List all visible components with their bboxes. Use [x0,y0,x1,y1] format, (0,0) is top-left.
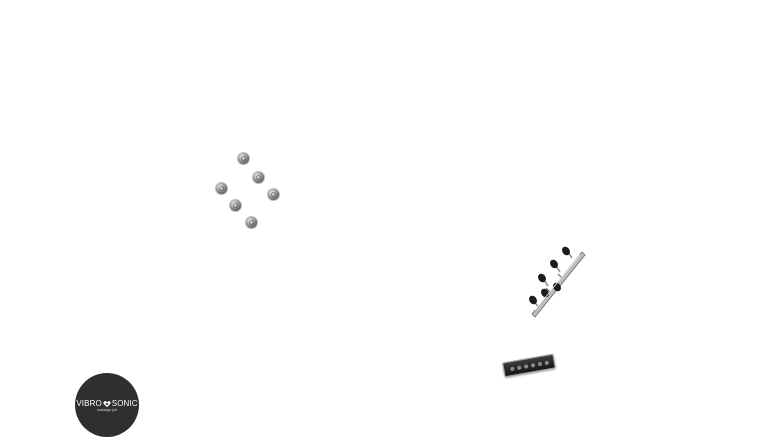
pickup-pole [516,365,522,371]
brand-logo-badge[interactable]: VIBRO SONIC massage job [75,373,139,437]
pickup-pole [537,361,543,367]
pickup-pole [510,366,515,372]
ball-bearing[interactable] [230,200,241,211]
tuning-peg [562,246,573,259]
ball-bearing[interactable] [253,172,264,183]
brand-name-right: SONIC [111,399,138,408]
ball-bearing[interactable] [268,189,279,200]
pickup-pole [544,360,550,366]
tuning-peg [529,295,539,307]
brand-tagline: massage job [97,408,117,412]
ball-bearing[interactable] [246,217,257,228]
guitar-pickup[interactable] [502,353,556,378]
tuning-peg [550,259,561,273]
heart-shield-icon [103,400,111,407]
guitar-tuning-pegs[interactable] [526,246,588,318]
ball-bearing[interactable] [238,153,249,164]
tuning-peg [538,273,549,287]
pickup-pole [530,362,536,368]
ball-bearings-cluster[interactable] [212,150,284,232]
pickup-pole [523,364,529,369]
ball-bearing[interactable] [216,183,227,194]
tuning-pegs-graphic [529,246,586,318]
brand-name-left: VIBRO [76,399,102,408]
brand-wordmark: VIBRO SONIC [76,399,137,408]
